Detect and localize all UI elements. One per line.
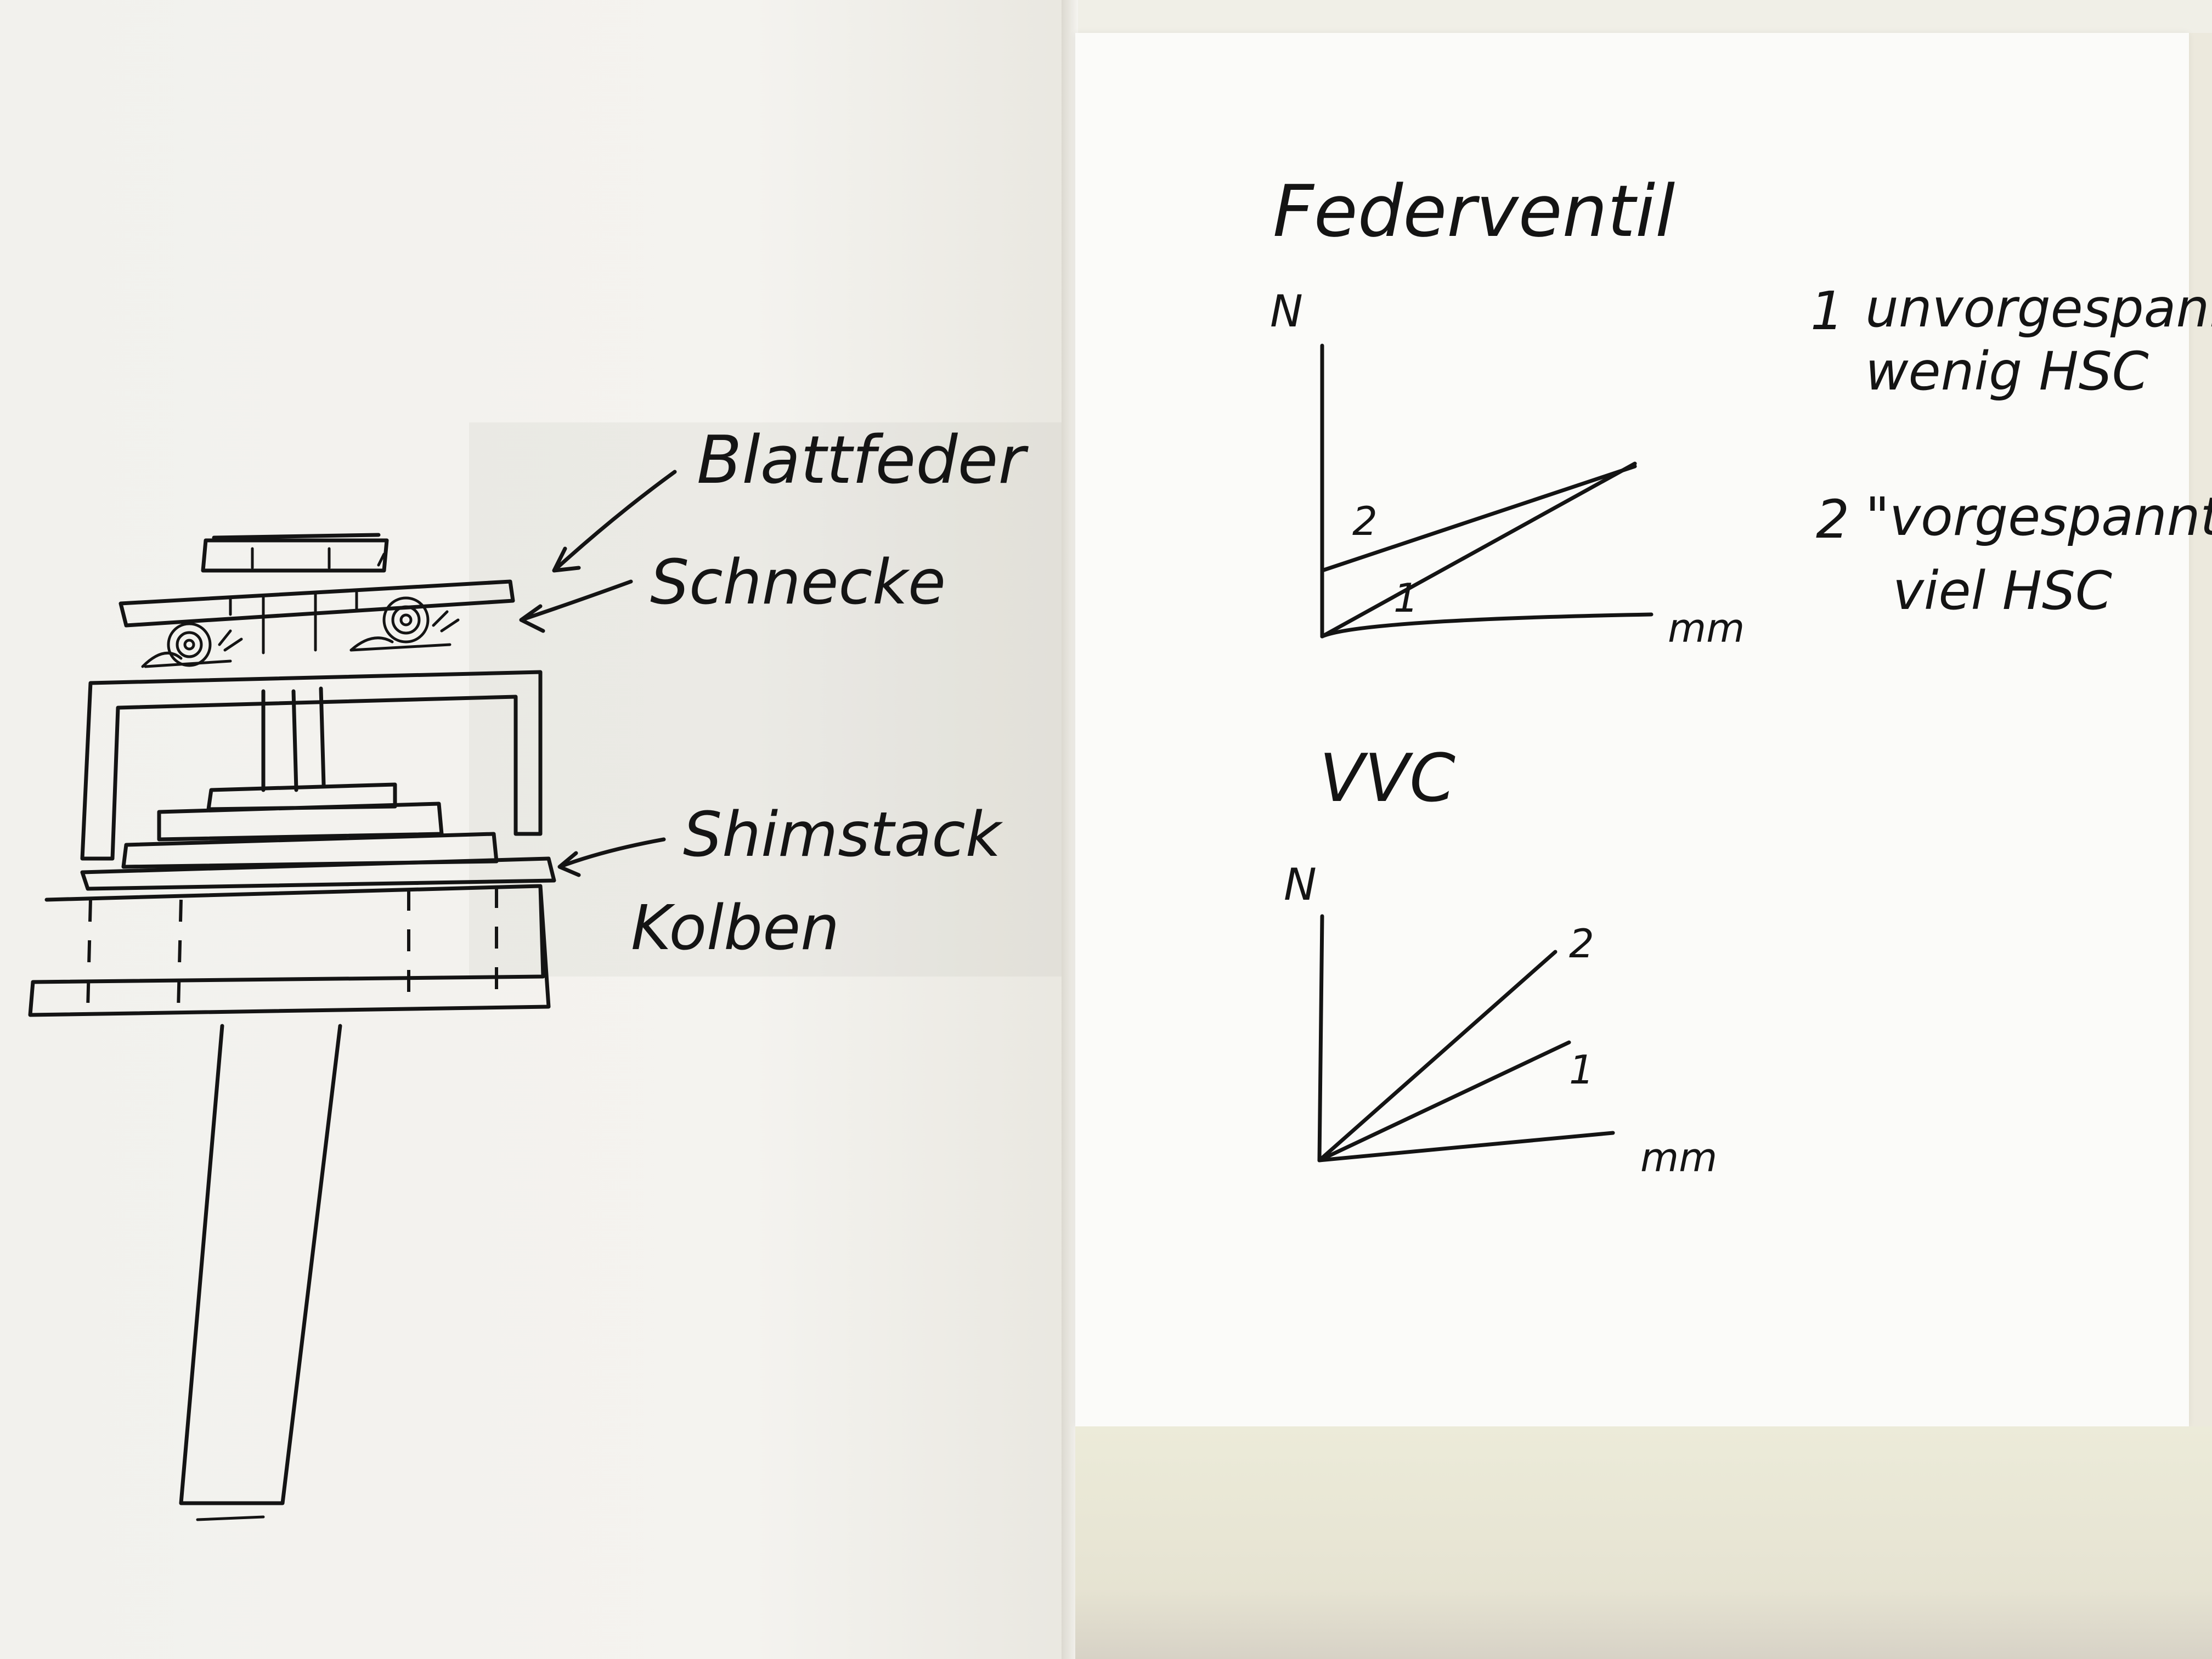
diagram-2-line-1-label: 1 [1569, 1047, 1594, 1093]
diagram-2-x-label: mm [1640, 1135, 1717, 1181]
notebook-page-right [1075, 33, 2189, 1426]
diagram-1-x-axis [1320, 612, 1654, 639]
table-surface-bottom [1075, 1426, 2212, 1659]
diagram-1-line-2-label: 2 [1352, 498, 1378, 544]
diagram-2-y-label: N [1284, 859, 1317, 910]
valve-sketch [28, 470, 677, 1521]
diagram-1-line-1-label: 1 [1393, 575, 1419, 621]
diagram-2 [1317, 914, 1615, 1163]
legend-2-number: 2 [1816, 489, 1849, 550]
label-shim-stack: Shimstack [683, 799, 1003, 871]
shadow-patch [469, 422, 1073, 977]
legend-2-line1: "vorgespannt" [1865, 486, 2212, 548]
piston-rod [179, 1024, 342, 1505]
diagram-1-title: Federventil [1273, 170, 1675, 253]
diagram-1 [1320, 343, 1654, 639]
legend-1-number: 1 [1810, 280, 1844, 342]
legend-1-line2: wenig HSC [1865, 341, 2149, 402]
snail-icon [349, 596, 460, 652]
diagram-2-line-2 [1317, 950, 1558, 1163]
label-piston: Kolben [631, 893, 839, 964]
label-leaf-spring: Blattfeder [697, 422, 1029, 499]
diagram-1-line-2 [1320, 464, 1637, 573]
piston [28, 856, 556, 1017]
notebook-page-left [0, 0, 1075, 1659]
diagram-2-y-axis [1317, 914, 1324, 1163]
leader-arrow [552, 470, 677, 573]
diagram-2-line-1 [1317, 1040, 1571, 1163]
diagram-2-title: VVC [1319, 741, 1455, 817]
diagram-2-line-2-label: 2 [1569, 921, 1594, 967]
snail-icon [141, 622, 243, 668]
legend-2-line2: viel HSC [1893, 560, 2112, 622]
valve-frame [80, 670, 543, 861]
leaf-spring-plate [119, 579, 515, 628]
leader-arrow [557, 837, 666, 877]
diagram-1-line-1 [1320, 461, 1637, 639]
diagram-2-x-axis [1317, 1131, 1615, 1163]
leader-arrow [519, 579, 633, 633]
diagram-1-x-label: mm [1668, 605, 1745, 651]
diagram-1-y-label: N [1270, 286, 1303, 337]
top-cap [201, 533, 389, 573]
shim-stack [121, 782, 499, 869]
table-surface-top [1042, 0, 2212, 33]
label-snail: Schnecke [650, 547, 946, 618]
legend-1-line1: unvorgespannt [1865, 278, 2212, 339]
